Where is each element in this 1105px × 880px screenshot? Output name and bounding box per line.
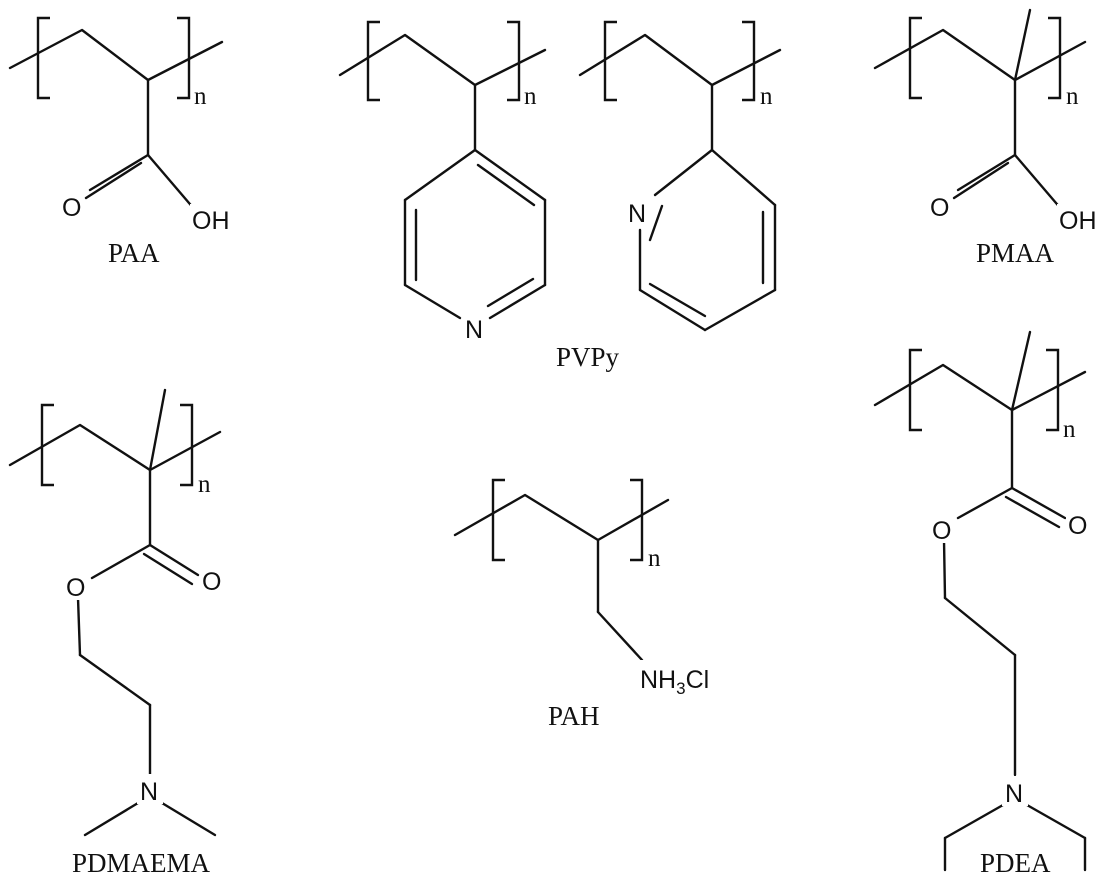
pdmaema-structure: n O O N PDMAEMA: [8, 388, 224, 878]
pdmaema-ester-oxygen: O: [66, 574, 85, 602]
pvpy-ortho-repeat-index: n: [760, 83, 773, 110]
pah-ammonium-nh: NH: [640, 666, 676, 694]
pah-bracket-right: [630, 478, 644, 562]
pvpy-para-bonds: [338, 33, 547, 320]
pmaa-label: PMAA: [976, 238, 1055, 268]
pmaa-structure: n O OH PMAA: [873, 8, 1099, 268]
pvpy-para-bracket-right: [507, 20, 521, 102]
pah-chloride: Cl: [686, 666, 710, 694]
pvpy-ortho-bracket-right: [742, 20, 756, 102]
pmaa-carbonyl-oxygen: O: [930, 194, 949, 222]
pvpy-label: PVPy: [556, 342, 620, 372]
pdmaema-carbonyl-oxygen: O: [202, 568, 221, 596]
pdmaema-bonds: [8, 388, 222, 837]
pdmaema-bracket-right: [180, 403, 194, 487]
pdea-ester-oxygen: O: [932, 517, 951, 545]
pah-structure: n NH3Cl PAH: [453, 478, 724, 731]
paa-label: PAA: [108, 238, 160, 268]
pah-bonds: [453, 493, 670, 662]
pdmaema-label: PDMAEMA: [72, 848, 211, 878]
pdea-label: PDEA: [980, 848, 1051, 878]
pvpy-para-bracket-left: [366, 20, 380, 102]
paa-hydroxyl: OH: [192, 207, 230, 235]
pdmaema-nitrogen: N: [140, 778, 158, 806]
pdea-carbonyl-oxygen: O: [1068, 512, 1087, 540]
pvpy-ortho-nitrogen: N: [628, 200, 646, 228]
paa-bracket-right: [177, 16, 191, 100]
pmaa-bonds: [873, 8, 1087, 212]
pvpy-para-repeat-index: n: [524, 83, 537, 110]
pmaa-repeat-index: n: [1066, 83, 1079, 110]
pmaa-bracket-right: [1048, 16, 1062, 100]
pdea-bracket-left: [908, 348, 922, 432]
pdea-nitrogen: N: [1005, 780, 1023, 808]
pdmaema-bracket-left: [40, 403, 54, 487]
pvpy-ortho-bracket-left: [603, 20, 617, 102]
pvpy-structure: n N n N PVPy: [338, 20, 782, 372]
pdmaema-repeat-index: n: [198, 471, 211, 498]
pmaa-hydroxyl: OH: [1059, 207, 1097, 235]
paa-bracket-left: [36, 16, 50, 100]
paa-repeat-index: n: [194, 83, 207, 110]
pdea-bonds: [873, 330, 1087, 872]
pah-ammonium-subscript: 3: [676, 679, 685, 698]
pvpy-para-nitrogen: N: [465, 316, 483, 344]
pdea-repeat-index: n: [1063, 416, 1076, 443]
pvpy-ortho-bonds: [578, 33, 782, 332]
pdea-structure: n O O N PDEA: [873, 330, 1090, 878]
pah-bracket-left: [491, 478, 505, 562]
pdea-bracket-right: [1046, 348, 1060, 432]
pah-repeat-index: n: [648, 545, 661, 572]
pah-label: PAH: [548, 701, 600, 731]
paa-bonds: [8, 28, 224, 212]
paa-structure: n O OH PAA: [8, 16, 232, 268]
pah-ammonium-chloride: NH3Cl: [640, 666, 709, 698]
paa-carbonyl-oxygen: O: [62, 194, 81, 222]
pmaa-bracket-left: [908, 16, 922, 100]
